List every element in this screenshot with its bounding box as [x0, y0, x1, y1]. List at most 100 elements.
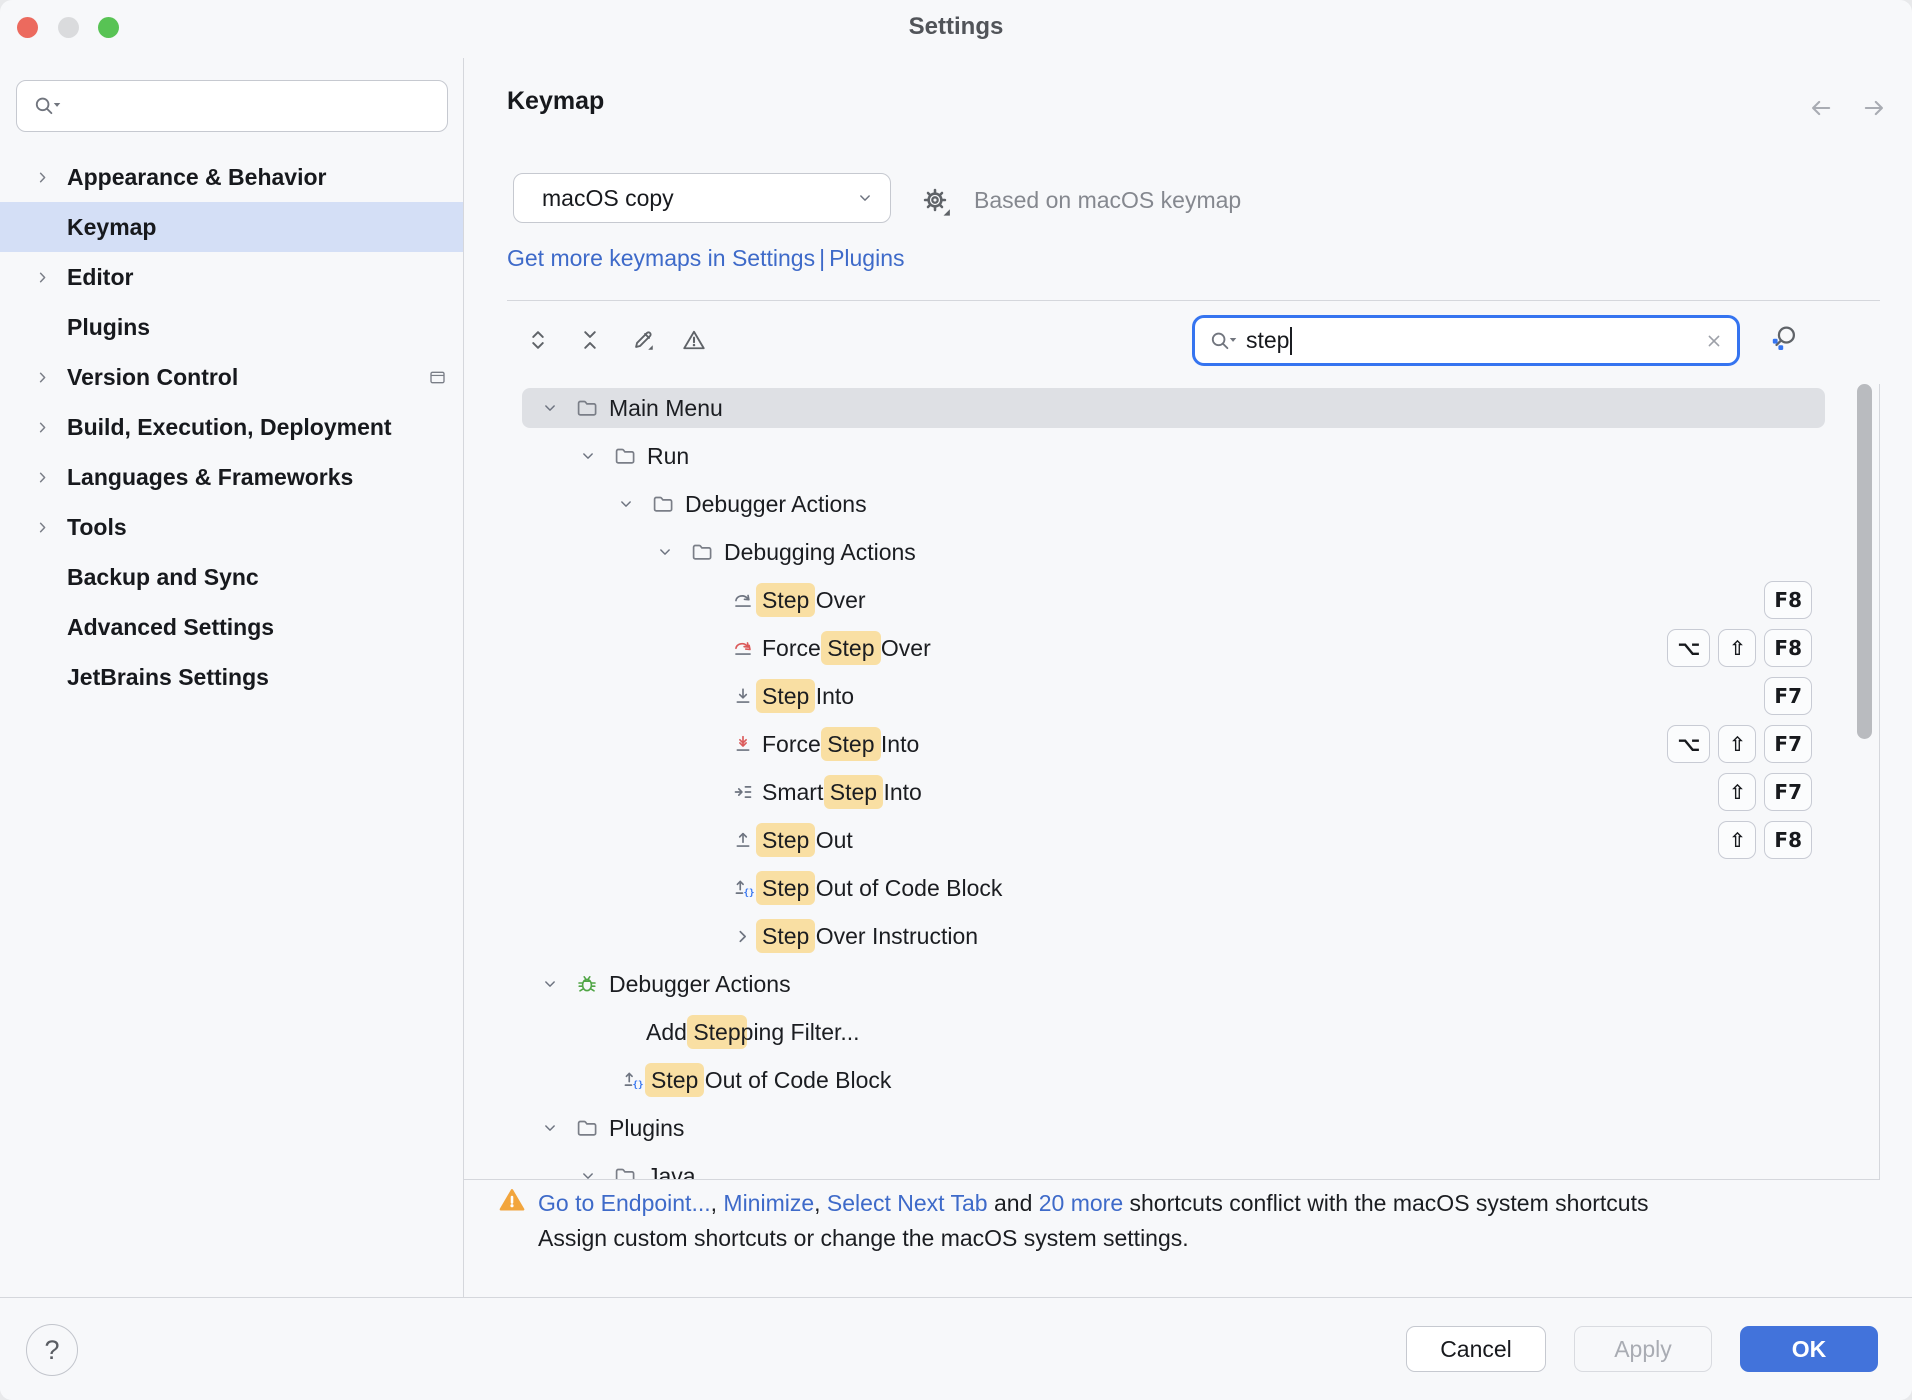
minimize-button[interactable]: [58, 17, 79, 38]
gear-icon[interactable]: [918, 183, 952, 217]
chevron-right-icon: [34, 369, 67, 386]
chevron-down-icon[interactable]: [541, 399, 575, 417]
tree-item-label: Main Menu: [609, 394, 723, 421]
sidebar-item-label: Version Control: [67, 363, 239, 390]
sidebar-item-label: Editor: [67, 263, 134, 290]
folder-icon: [575, 396, 609, 420]
shortcut-search-field[interactable]: step: [1192, 315, 1740, 366]
sidebar-item-label: JetBrains Settings: [67, 663, 269, 690]
sidebar-item-label: Advanced Settings: [67, 613, 275, 640]
tree-row-force-step-over[interactable]: Force Step Over⌥⇧F8: [464, 624, 1879, 672]
tree-row-java[interactable]: Java: [464, 1152, 1879, 1179]
chevron-down-icon[interactable]: [541, 1119, 575, 1137]
sidebar-item-label: Tools: [67, 513, 127, 540]
get-more-keymaps-link[interactable]: Get more keymaps in Settings: [507, 245, 816, 271]
tree-row-debugger-actions[interactable]: Debugger Actions: [464, 960, 1879, 1008]
sidebar-item-plugins[interactable]: Plugins: [0, 302, 463, 352]
sidebar-item-jetbrains-settings[interactable]: JetBrains Settings: [0, 652, 463, 702]
warning-text: ,: [814, 1190, 827, 1216]
chevron-right-icon: [34, 469, 67, 486]
project-indicator-icon: [428, 368, 447, 387]
chevron-right-small-icon: [732, 926, 762, 947]
search-icon: [1207, 328, 1240, 354]
sidebar-item-keymap[interactable]: Keymap: [0, 202, 463, 252]
zoom-button[interactable]: [98, 17, 119, 38]
sidebar-item-version-control[interactable]: Version Control: [0, 352, 463, 402]
find-by-shortcut-icon[interactable]: [1768, 322, 1800, 354]
chevron-down-icon[interactable]: [656, 543, 690, 561]
link-separator: |: [819, 245, 826, 271]
tree-item-label: Debugger Actions: [685, 490, 867, 517]
chevron-down-icon[interactable]: [579, 1167, 613, 1179]
search-input[interactable]: step: [1246, 327, 1290, 353]
cancel-button[interactable]: Cancel: [1406, 1326, 1546, 1372]
conflict-link-minimize[interactable]: Minimize: [723, 1190, 815, 1216]
shortcut-badges: ⌥⇧F8: [1667, 629, 1812, 667]
chevron-right-icon: [34, 419, 67, 436]
tree-row-debugging-actions[interactable]: Debugging Actions: [464, 528, 1879, 576]
sidebar-item-languages-frameworks[interactable]: Languages & Frameworks: [0, 452, 463, 502]
edit-icon[interactable]: [630, 327, 656, 353]
clear-icon[interactable]: [1703, 330, 1725, 352]
sidebar-item-appearance-behavior[interactable]: Appearance & Behavior: [0, 152, 463, 202]
force-step-over-icon: [732, 637, 762, 659]
tree-row-step-into[interactable]: Step Into F7: [464, 672, 1879, 720]
sidebar-item-backup-and-sync[interactable]: Backup and Sync: [0, 552, 463, 602]
apply-button[interactable]: Apply: [1574, 1326, 1712, 1372]
sidebar-item-label: Keymap: [67, 213, 157, 240]
sidebar-item-editor[interactable]: Editor: [0, 252, 463, 302]
chevron-down-icon[interactable]: [541, 975, 575, 993]
conflict-link-select-next-tab[interactable]: Select Next Tab: [826, 1190, 988, 1216]
shortcut-badges: ⇧F8: [1718, 821, 1812, 859]
scrollbar[interactable]: [1857, 384, 1872, 739]
shortcut-key-badge: F7: [1764, 773, 1812, 811]
shortcut-badges: F7: [1764, 677, 1812, 715]
tree-row-smart-step-into[interactable]: Smart Step Into⇧F7: [464, 768, 1879, 816]
tree-row-main-menu[interactable]: Main Menu: [464, 384, 1879, 432]
forward-arrow-icon[interactable]: [1860, 94, 1888, 122]
tree-row-step-out-of-code-block[interactable]: {}Step Out of Code Block: [464, 864, 1879, 912]
tree-item-label: Add Stepping Filter...: [646, 1014, 860, 1049]
plugins-link[interactable]: Plugins: [829, 245, 905, 271]
collapse-all-icon[interactable]: [577, 327, 603, 353]
expand-all-icon[interactable]: [525, 327, 551, 353]
tree-row-force-step-into[interactable]: Force Step Into⌥⇧F7: [464, 720, 1879, 768]
chevron-down-icon[interactable]: [617, 495, 651, 513]
tree-row-step-out-of-code-block[interactable]: {}Step Out of Code Block: [464, 1056, 1879, 1104]
search-match-highlight: Step: [645, 1062, 705, 1097]
svg-text:{}: {}: [633, 1080, 643, 1091]
text-caret: [1290, 326, 1293, 355]
sidebar-item-tools[interactable]: Tools: [0, 502, 463, 552]
ok-button[interactable]: OK: [1740, 1326, 1878, 1372]
conflict-link-20-more[interactable]: 20 more: [1038, 1190, 1124, 1216]
tree-item-label: Step Into: [756, 678, 854, 713]
selection-highlight: [522, 388, 1825, 428]
tree-row-plugins[interactable]: Plugins: [464, 1104, 1879, 1152]
tree-row-step-out[interactable]: Step Out⇧F8: [464, 816, 1879, 864]
conflict-link-go-to-endpoint[interactable]: Go to Endpoint...: [538, 1190, 711, 1216]
search-match-highlight: Step: [756, 822, 816, 857]
chevron-down-icon[interactable]: [579, 447, 613, 465]
close-button[interactable]: [17, 17, 38, 38]
sidebar-item-label: Languages & Frameworks: [67, 463, 354, 490]
tree-item-label: Step Over: [756, 582, 866, 617]
sidebar-search-input[interactable]: [72, 92, 447, 120]
search-match-highlight: Step: [821, 726, 881, 761]
back-arrow-icon[interactable]: [1807, 94, 1835, 122]
tree-row-step-over-instruction[interactable]: Step Over Instruction: [464, 912, 1879, 960]
sidebar-item-advanced-settings[interactable]: Advanced Settings: [0, 602, 463, 652]
folder-icon: [575, 1116, 609, 1140]
help-button[interactable]: ?: [26, 1324, 78, 1376]
tree-row-debugger-actions[interactable]: Debugger Actions: [464, 480, 1879, 528]
sidebar-item-label: Plugins: [67, 313, 151, 340]
sidebar-item-build-execution-deployment[interactable]: Build, Execution, Deployment: [0, 402, 463, 452]
warning-text: shortcuts conflict with the macOS system…: [1123, 1190, 1649, 1216]
sidebar-search-box[interactable]: [16, 80, 448, 132]
keymap-select[interactable]: macOS copy: [513, 173, 891, 223]
tree-row-add-stepping-filter[interactable]: Add Stepping Filter...: [464, 1008, 1879, 1056]
tree-row-run[interactable]: Run: [464, 432, 1879, 480]
shortcut-key-badge: F8: [1764, 821, 1812, 859]
page-title: Keymap: [507, 87, 605, 115]
show-conflicts-icon[interactable]: [681, 327, 707, 353]
